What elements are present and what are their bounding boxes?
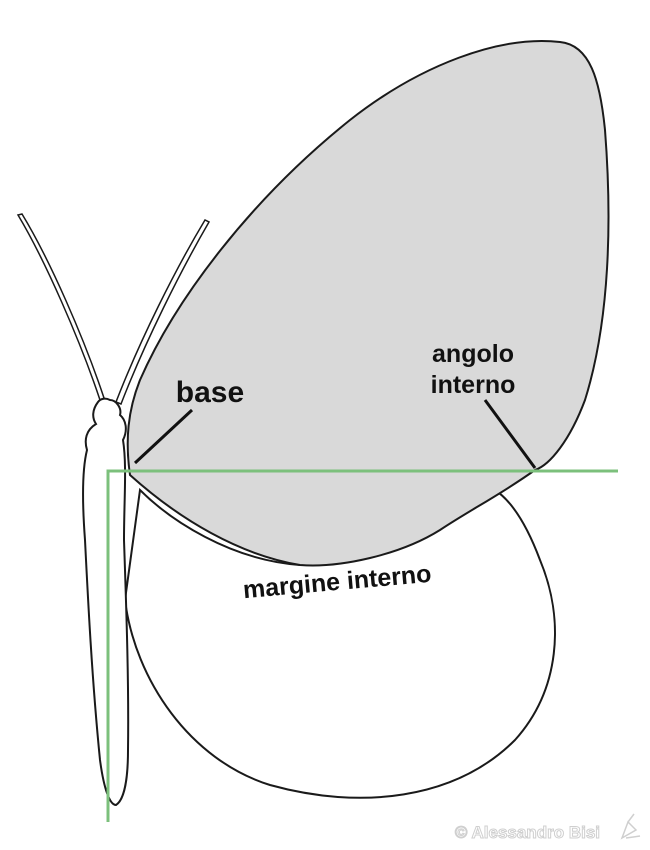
right-antenna	[115, 219, 211, 405]
inner-angle-pointer-line	[483, 399, 537, 469]
butterfly-body	[81, 397, 130, 807]
label-base: base	[176, 376, 244, 409]
credit-watermark: © Alessandro Bisi	[455, 823, 600, 842]
green-reference-lines	[106, 469, 618, 822]
forewing	[126, 40, 610, 567]
base-pointer-line	[133, 408, 194, 465]
label-inner-angle-line2: interno	[431, 371, 516, 399]
label-inner-angle-line1: angolo	[432, 340, 514, 368]
left-antenna	[16, 213, 105, 402]
hindwing	[123, 487, 556, 799]
butterfly-logo-icon	[620, 813, 641, 840]
